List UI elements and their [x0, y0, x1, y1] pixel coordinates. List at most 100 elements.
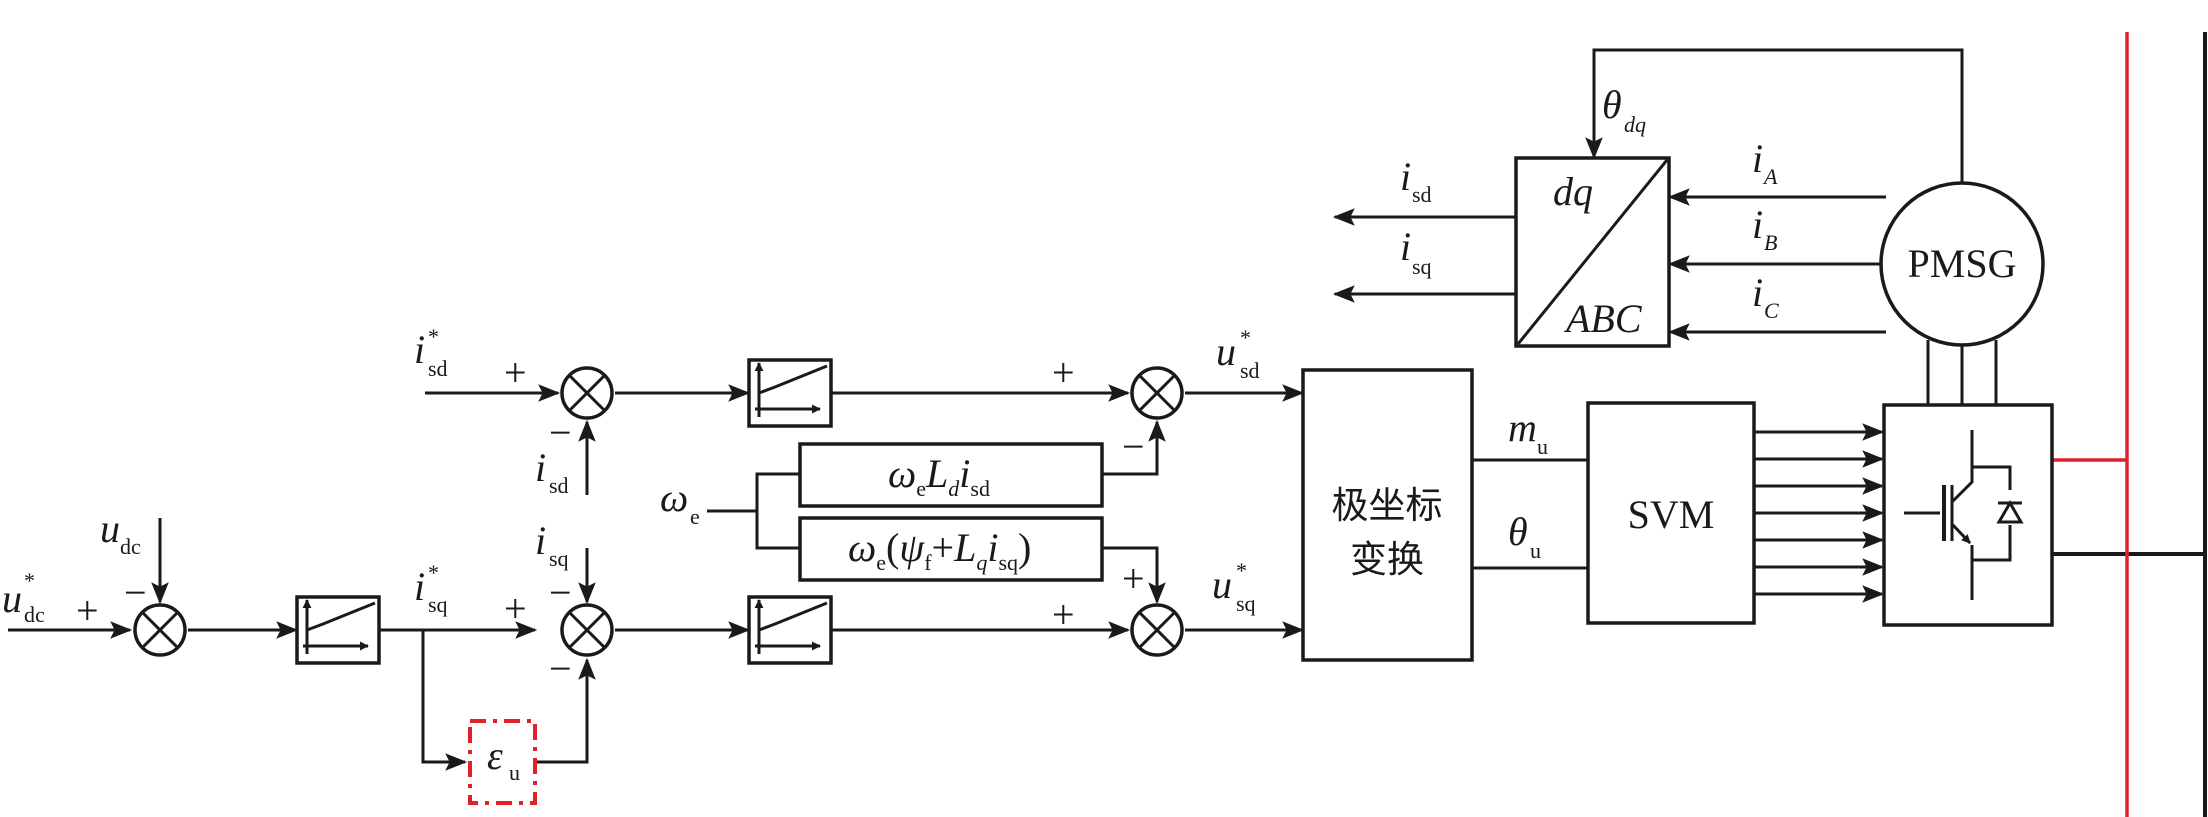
svg-text:−: − — [549, 410, 572, 455]
label-isd-fb: i sd — [535, 445, 569, 498]
wire-pwm-bus — [1755, 423, 1885, 603]
svg-text:m: m — [1508, 405, 1537, 450]
svg-text:sq: sq — [1236, 591, 1256, 616]
wire-eps-out — [535, 657, 596, 764]
signs: + − + − + − − + − + + — [76, 350, 1145, 691]
label-ic: i C — [1752, 270, 1779, 323]
pi-controller-udc — [295, 595, 381, 665]
svg-text:+: + — [1122, 556, 1145, 601]
svg-text:u: u — [1212, 562, 1232, 607]
inverter-block — [1882, 403, 2054, 627]
eps-u-block: ε u — [468, 719, 537, 805]
svg-text:−: − — [124, 570, 147, 615]
decouple-d-block: ωeLdisd — [798, 442, 1104, 508]
wire-theta-dq — [1585, 48, 1964, 183]
svg-text:dq: dq — [1624, 112, 1646, 137]
sum-udc — [133, 603, 187, 657]
svg-text:*: * — [428, 560, 439, 585]
svg-text:i: i — [535, 445, 546, 490]
label-ib: i B — [1752, 202, 1777, 255]
decouple-q-block: ωe(ψf+Lqisq) — [798, 516, 1104, 582]
svg-text:ωe(ψf+Lqisq): ωe(ψf+Lqisq) — [848, 525, 1031, 575]
svg-text:+: + — [76, 588, 99, 633]
svg-text:i: i — [1400, 154, 1411, 199]
pi-controller-d — [747, 358, 833, 428]
svg-text:u: u — [1530, 538, 1541, 563]
svg-text:C: C — [1764, 298, 1779, 323]
polar-line2: 变换 — [1350, 538, 1424, 581]
label-isq-ref: i * sq — [414, 560, 448, 617]
sum-usd — [1130, 366, 1184, 420]
svg-text:u: u — [100, 506, 120, 551]
svg-text:B: B — [1764, 230, 1777, 255]
svg-text:θ: θ — [1602, 82, 1622, 127]
wire-omega-fork — [755, 472, 800, 550]
label-theta-dq: θ dq — [1602, 82, 1646, 137]
svg-text:+: + — [1052, 350, 1075, 395]
svg-text:sq: sq — [1412, 254, 1432, 279]
svg-text:+: + — [504, 350, 527, 395]
label-usd-ref: u * sd — [1216, 325, 1260, 383]
svg-text:i: i — [1400, 224, 1411, 269]
label-isd-ref: i * sd — [414, 324, 448, 381]
svg-text:u: u — [1216, 329, 1236, 374]
svg-text:sq: sq — [428, 592, 448, 617]
svg-text:i: i — [535, 518, 546, 563]
svg-text:−: − — [549, 646, 572, 691]
label-udc-ref: u * dc — [2, 568, 45, 627]
label-ia: i A — [1752, 136, 1778, 189]
wire-dec-q — [1102, 546, 1166, 605]
wire-to-eps — [421, 630, 468, 771]
label-udc: u dc — [100, 506, 141, 559]
svg-text:*: * — [24, 568, 35, 593]
svg-text:sd: sd — [1240, 358, 1260, 383]
eps-sub: u — [509, 760, 520, 785]
polar-transform-block: 极坐标 变换 — [1301, 368, 1474, 662]
label-usq-ref: u * sq — [1212, 558, 1256, 616]
svg-text:−: − — [1122, 424, 1145, 469]
svg-text:i: i — [1752, 270, 1763, 315]
abc-label: ABC — [1563, 296, 1643, 341]
svm-block: SVM — [1586, 401, 1756, 625]
label-isd-out: i sd — [1400, 154, 1432, 207]
polar-line1: 极坐标 — [1332, 484, 1443, 527]
svm-label: SVM — [1628, 492, 1715, 537]
svg-text:ω: ω — [660, 475, 688, 520]
eps-main: ε — [487, 733, 503, 778]
label-theta-u: θ u — [1508, 509, 1541, 563]
svg-text:dc: dc — [24, 602, 45, 627]
svg-text:sd: sd — [549, 473, 569, 498]
dq-abc-transform: dq ABC — [1514, 156, 1671, 348]
svg-text:−: − — [549, 570, 572, 615]
pmsg-machine: PMSG — [1879, 181, 2045, 347]
label-isq-out: i sq — [1400, 224, 1432, 279]
svg-text:θ: θ — [1508, 509, 1528, 554]
pi-controller-q — [747, 595, 833, 665]
sum-isq — [560, 603, 614, 657]
label-isq-fb: i sq — [535, 518, 569, 571]
svg-text:*: * — [1236, 558, 1247, 583]
svg-text:ωeLdisd: ωeLdisd — [888, 451, 990, 501]
svg-text:dc: dc — [120, 534, 141, 559]
label-mu: m u — [1508, 405, 1548, 459]
svg-text:+: + — [1052, 592, 1075, 637]
svg-text:i: i — [414, 327, 425, 372]
svg-text:i: i — [1752, 136, 1763, 181]
svg-text:i: i — [414, 564, 425, 609]
dq-label: dq — [1553, 169, 1593, 214]
svg-text:i: i — [1752, 202, 1763, 247]
svg-text:+: + — [504, 586, 527, 631]
pmsg-label: PMSG — [1908, 241, 2017, 286]
svg-text:*: * — [1240, 325, 1251, 350]
wires — [8, 48, 2205, 771]
svg-text:A: A — [1762, 164, 1778, 189]
sum-isd — [560, 366, 614, 420]
svg-text:e: e — [690, 504, 700, 529]
sum-usq — [1130, 603, 1184, 657]
svg-text:u: u — [1537, 434, 1548, 459]
svg-text:sq: sq — [549, 546, 569, 571]
svg-text:u: u — [2, 576, 22, 621]
wire-dec-d — [1102, 419, 1166, 476]
svg-text:*: * — [428, 324, 439, 349]
